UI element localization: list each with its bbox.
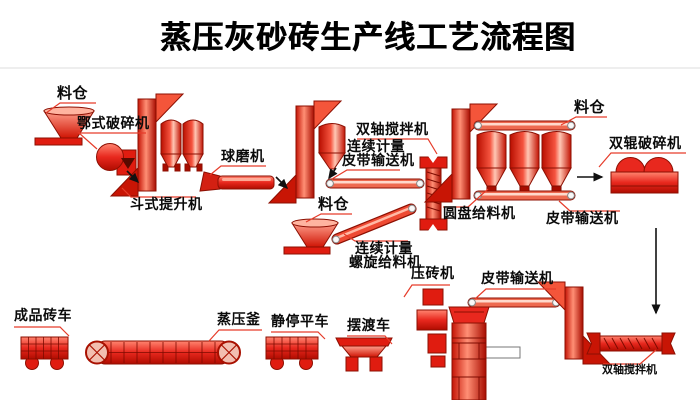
silo-bottom-belt	[473, 190, 576, 201]
label-curing-silo: 料仓	[574, 100, 606, 116]
jaw-crusher	[96, 143, 137, 176]
twin-shaft-mixer-bottom	[586, 332, 676, 355]
bucket-elevator-3	[423, 103, 499, 203]
label-disc-feeder: 圆盘给料机	[443, 207, 516, 222]
metering-screw-feeder	[331, 203, 417, 245]
label-jaw-crusher: 鄂式破碎机	[77, 117, 150, 132]
label-brick-press: 压砖机	[411, 267, 455, 282]
mid-silo-hopper	[283, 218, 339, 255]
label-raw-silo: 料仓	[57, 86, 89, 102]
label-double-roll-crusher: 双辊破碎机	[609, 137, 682, 152]
static-curing-car	[265, 336, 319, 370]
curing-silos	[476, 131, 572, 187]
label-metering-belt-line1: 连续计量	[347, 140, 405, 155]
flow-arrows	[126, 167, 661, 315]
label-metering-screw-line1: 连续计量	[355, 242, 413, 257]
label-bucket-elevator: 斗式提升机	[130, 198, 203, 213]
label-metering-screw-line2: 螺旋给料机	[349, 256, 422, 271]
storage-silos-left	[160, 119, 204, 172]
label-ferry-car: 摆渡车	[347, 319, 391, 334]
autoclave	[85, 340, 241, 365]
label-static-curing-car: 静停平车	[271, 315, 329, 330]
ball-mill	[199, 171, 275, 192]
double-roll-crusher	[610, 157, 679, 194]
ferry-car	[335, 337, 393, 372]
callout-lines	[14, 102, 686, 365]
label-mid-silo: 料仓	[318, 197, 350, 213]
label-autoclave: 蒸压釜	[217, 313, 261, 328]
label-silo-belt-conveyor: 皮带输送机	[546, 212, 619, 227]
label-finished-brick-cart: 成品砖车	[14, 309, 72, 324]
silo-top-belt	[473, 120, 576, 131]
label-ball-mill: 球磨机	[221, 150, 265, 165]
brick-press	[416, 288, 521, 400]
label-twin-shaft-mixer: 双轴搅拌机	[356, 123, 429, 138]
metering-belt-conveyor	[325, 178, 425, 189]
press-belt-conveyor	[467, 297, 561, 308]
label-press-belt-conveyor: 皮带输送机	[481, 272, 554, 287]
label-bottom-twin-shaft-mixer: 双轴搅拌机	[602, 364, 657, 376]
diagram-title: 蒸压灰砂砖生产线工艺流程图	[160, 20, 576, 55]
raw-silo-hopper	[34, 106, 95, 146]
label-metering-belt-line2: 皮带输送机	[342, 154, 415, 169]
finished-brick-cart	[20, 336, 69, 370]
